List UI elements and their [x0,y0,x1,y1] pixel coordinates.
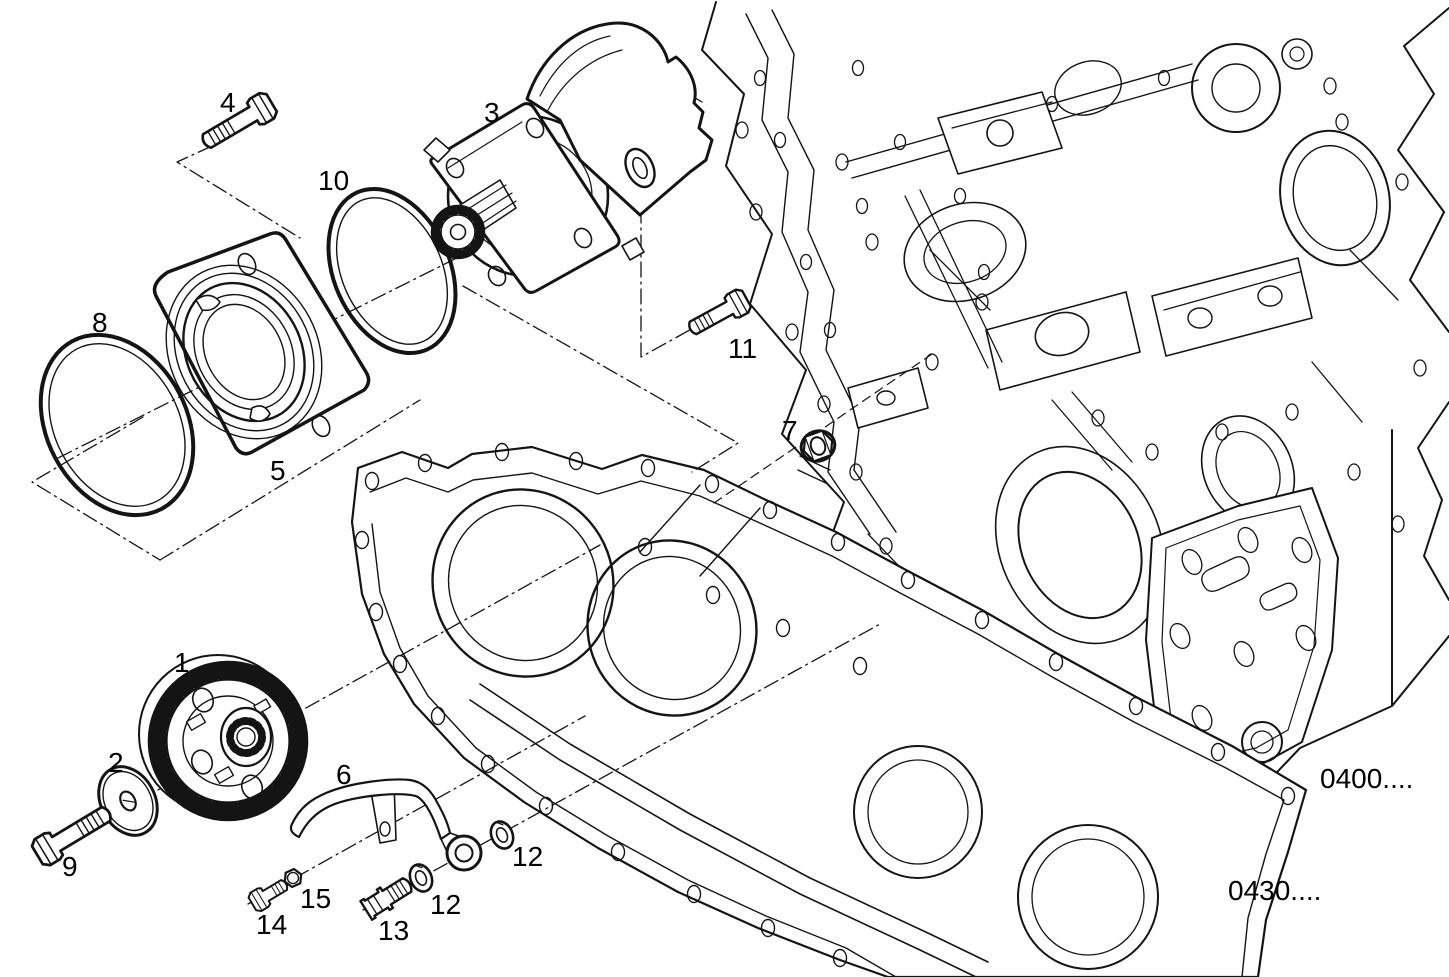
callout-12: 12 [430,889,461,920]
part-14-bolt [247,879,289,913]
callout-13: 13 [378,915,409,946]
block-ribs [867,189,1399,591]
part-3-hydraulic-pump [429,21,714,294]
block-holes [735,77,1427,555]
part-15-nut [283,867,303,889]
block-bosses [847,91,1313,429]
part-10-oring [326,186,458,356]
part-12-washer-a [489,820,515,850]
engine-block [701,1,1449,977]
part-5-adapter-flange [152,137,645,456]
callout-7: 7 [782,415,798,446]
callout-12: 12 [512,841,543,872]
callout-6: 6 [336,759,352,790]
callout-8: 8 [92,307,108,338]
callout-labels: 123456789101112121314150400....0430.... [62,87,1413,946]
banjo-eye [445,834,483,872]
part-4-bolt [201,91,279,150]
pump-port [624,147,656,189]
callout-1: 1 [174,647,190,678]
callout-14: 14 [256,909,287,940]
timing-gear-case [350,442,1308,977]
part-1-drive-gear [138,654,309,822]
callout-15: 15 [300,883,331,914]
callout-5: 5 [270,455,286,486]
pump-mounting-flange [429,102,621,294]
pump-splined-shaft [430,179,517,260]
zone-code-0430....: 0430.... [1228,875,1321,906]
callout-3: 3 [484,97,500,128]
callout-11: 11 [728,333,757,364]
callout-9: 9 [62,851,78,882]
leader-lines [31,83,933,911]
part-12-washer-b [408,863,434,893]
case-bolt-holes [354,442,1296,968]
callout-10: 10 [318,165,349,196]
part-2-washer [97,765,159,837]
zone-code-0400....: 0400.... [1320,763,1413,794]
part-11-bolt [688,288,753,336]
part-8-oring [38,332,196,518]
part-9-bolt [30,805,112,867]
part-6-oil-pipe [289,778,483,872]
part-13-banjo-bolt [359,877,413,921]
part-7-plug [799,429,837,463]
lower-flange-plate [1145,487,1339,779]
callout-2: 2 [108,747,124,778]
callout-4: 4 [220,87,236,118]
